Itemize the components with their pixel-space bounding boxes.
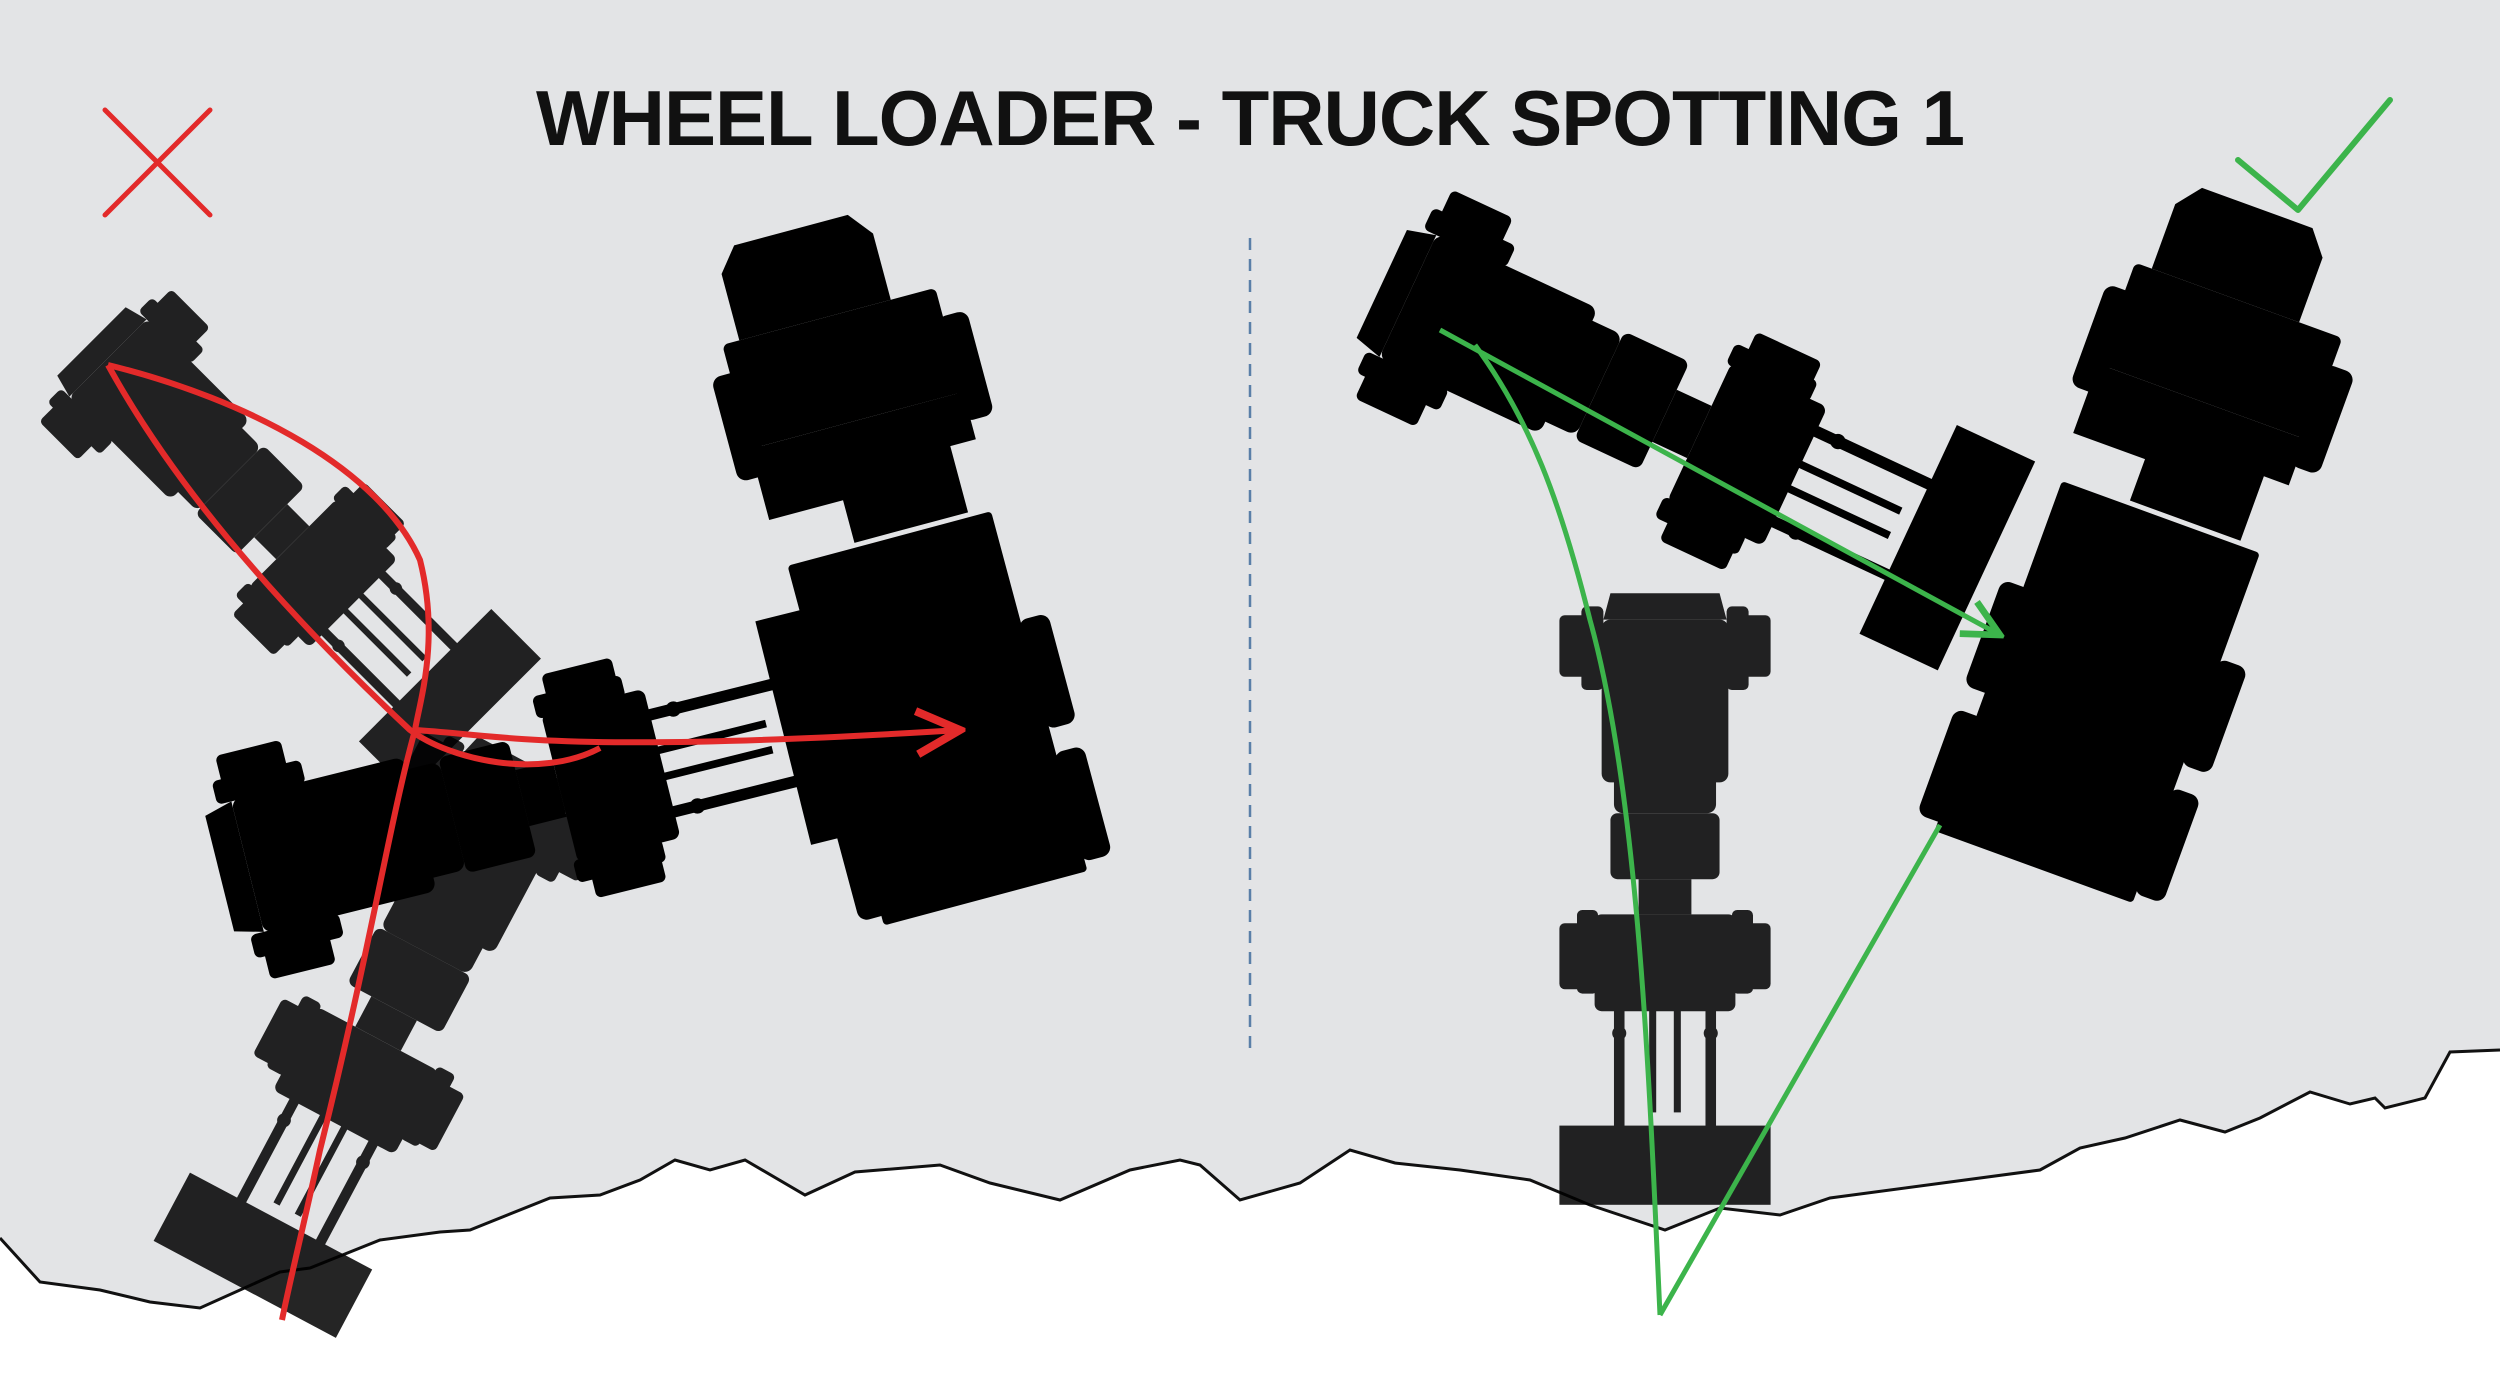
page-title: WHEEL LOADER - TRUCK SPOTTING 1 (536, 74, 1964, 162)
correct-path-return (1657, 823, 1943, 1317)
incorrect-path-upper (105, 363, 602, 768)
terrain-edge (0, 1048, 2500, 1310)
correct-path-to-truck (1438, 327, 2000, 635)
correct-panel (1333, 168, 2398, 1317)
cross-icon (102, 107, 213, 218)
incorrect-path-loop (107, 362, 432, 731)
incorrect-path-reverse (279, 729, 418, 1321)
correct-path-approach (1472, 343, 1663, 1316)
check-icon (2235, 97, 2393, 213)
incorrect-path-to-truck (414, 730, 960, 742)
work-area-background (0, 0, 2500, 1308)
incorrect-panel (25, 191, 1115, 1338)
